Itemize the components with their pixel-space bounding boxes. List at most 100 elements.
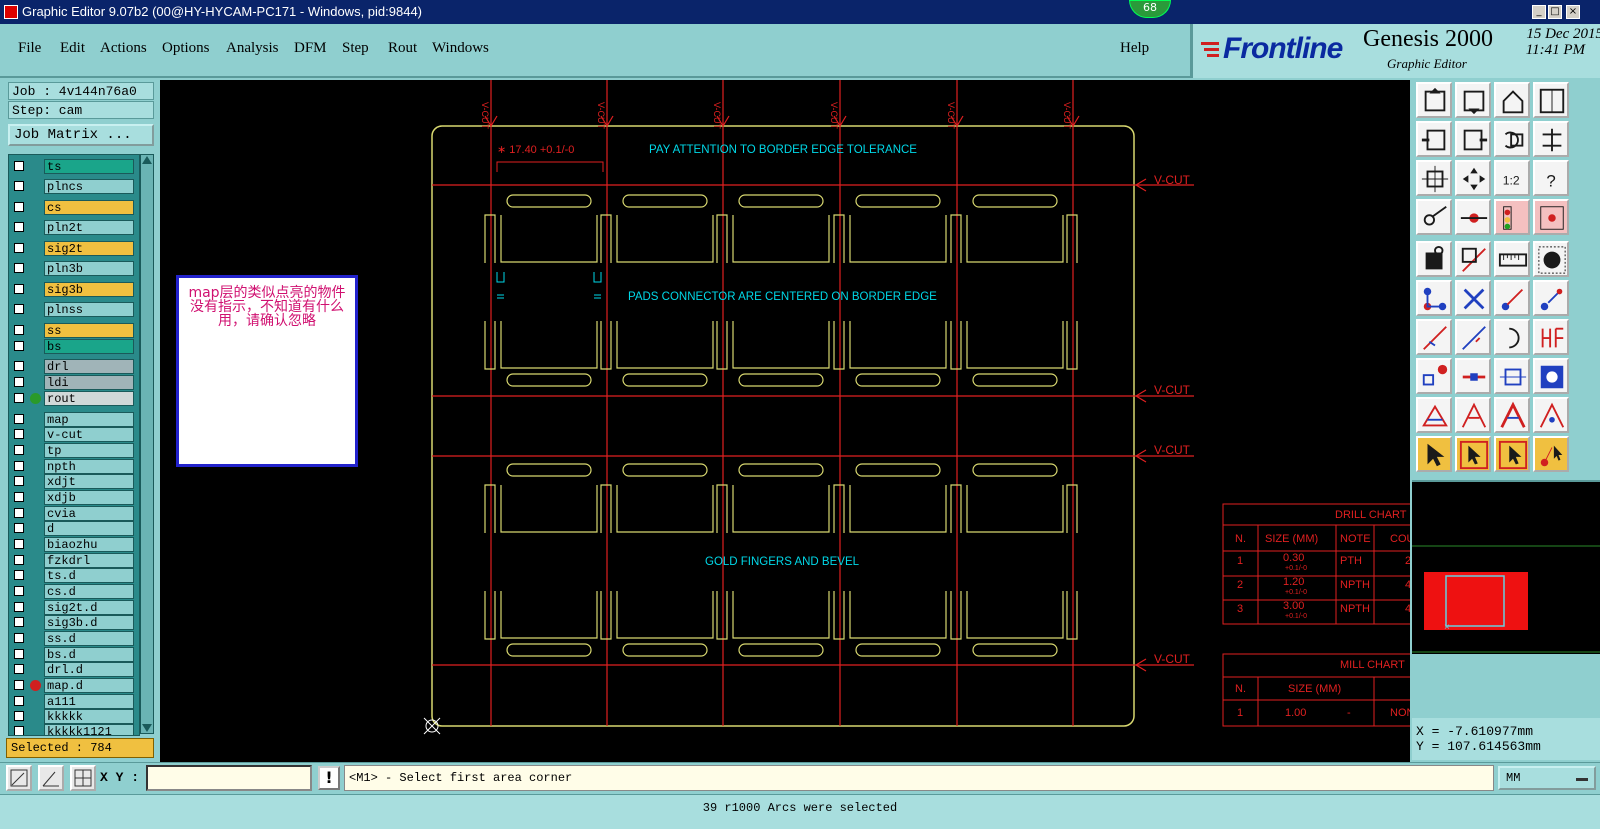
menu-analysis[interactable]: Analysis (226, 40, 279, 56)
layer-row[interactable]: bs.d (9, 647, 139, 662)
layer-row[interactable]: ldi (9, 375, 139, 390)
layer-checkbox[interactable] (14, 161, 24, 171)
layer-checkbox[interactable] (14, 304, 24, 314)
layer-checkbox[interactable] (14, 325, 24, 335)
layer-row[interactable]: plnss (9, 302, 139, 317)
layer-name[interactable]: sig3b.d (44, 615, 134, 630)
layer-row[interactable]: cvia (9, 506, 139, 521)
layer-row[interactable]: ts.d (9, 568, 139, 583)
layer-checkbox[interactable] (14, 555, 24, 565)
export-tool-button[interactable] (1455, 121, 1491, 157)
feature-histogram-tool-button[interactable] (1533, 199, 1569, 235)
layer-row[interactable]: drl.d (9, 662, 139, 677)
snap-tool-button[interactable] (1533, 241, 1569, 277)
layer-row[interactable]: cs (9, 200, 139, 215)
layer-row[interactable]: ts (9, 159, 139, 174)
menu-actions[interactable]: Actions (100, 40, 147, 56)
layer-checkbox[interactable] (14, 284, 24, 294)
layer-row[interactable]: kkkkk (9, 709, 139, 724)
layer-row[interactable]: a111 (9, 694, 139, 709)
layer-name[interactable]: ldi (44, 375, 134, 390)
menu-options[interactable]: Options (162, 40, 210, 56)
fill-tool-button[interactable] (1494, 358, 1530, 394)
maximize-button[interactable]: □ (1548, 5, 1562, 19)
layer-row[interactable]: npth (9, 459, 139, 474)
layer-checkbox[interactable] (14, 617, 24, 627)
select-box-tool-button[interactable] (1455, 436, 1491, 472)
move-tool-button[interactable] (1494, 280, 1530, 316)
layer-name[interactable]: rout (44, 391, 134, 406)
layer-row[interactable]: sig3b (9, 282, 139, 297)
connect-tool-button[interactable] (1416, 280, 1452, 316)
undo-tool-button[interactable] (1494, 121, 1530, 157)
home-tool-button[interactable] (1494, 82, 1530, 118)
layer-row[interactable]: cs.d (9, 584, 139, 599)
pan-tool-tool-button[interactable] (1416, 199, 1452, 235)
measure-button[interactable] (38, 765, 64, 791)
layer-name[interactable]: map (44, 412, 134, 427)
menu-file[interactable]: File (18, 40, 42, 56)
layer-row[interactable]: xdjt (9, 474, 139, 489)
line-edit-tool-button[interactable] (1455, 319, 1491, 355)
layer-name[interactable]: pln3b (44, 261, 134, 276)
fit-tool-button[interactable] (1416, 160, 1452, 196)
layer-checkbox[interactable] (14, 445, 24, 455)
layer-checkbox[interactable] (14, 429, 24, 439)
layer-checkbox[interactable] (14, 508, 24, 518)
select-one-tool-button[interactable] (1416, 241, 1452, 277)
select-net-tool-button[interactable] (1455, 241, 1491, 277)
layer-down-tool-button[interactable] (1455, 82, 1491, 118)
layer-name[interactable]: npth (44, 459, 134, 474)
layer-name[interactable]: plnss (44, 302, 134, 317)
scroll-down-icon[interactable] (141, 723, 153, 733)
menu-step[interactable]: Step (342, 40, 369, 56)
layer-row[interactable]: rout (9, 391, 139, 406)
layer-name[interactable]: cs.d (44, 584, 134, 599)
layer-name[interactable]: pln2t (44, 220, 134, 235)
layer-name[interactable]: fzkdrl (44, 553, 134, 568)
layer-name[interactable]: ss (44, 323, 134, 338)
menu-windows[interactable]: Windows (432, 40, 489, 56)
layer-checkbox[interactable] (14, 263, 24, 273)
layer-checkbox[interactable] (14, 711, 24, 721)
layer-list-scrollbar[interactable] (140, 154, 154, 734)
layer-row[interactable]: kkkkk1121 (9, 724, 139, 735)
text-add-tool-button[interactable] (1416, 397, 1452, 433)
menu-rout[interactable]: Rout (388, 40, 418, 56)
layer-name[interactable]: d (44, 521, 134, 536)
layer-row[interactable]: fzkdrl (9, 553, 139, 568)
layer-name[interactable]: sig2t (44, 241, 134, 256)
menu-edit[interactable]: Edit (60, 40, 85, 56)
layer-name[interactable]: drl (44, 359, 134, 374)
layer-name[interactable]: plncs (44, 179, 134, 194)
layer-name[interactable]: xdjt (44, 474, 134, 489)
cross-tool-button[interactable] (1455, 280, 1491, 316)
layer-checkbox[interactable] (14, 476, 24, 486)
layer-name[interactable]: bs (44, 339, 134, 354)
menu-help[interactable]: Help (1120, 40, 1150, 56)
pcb-drawing[interactable]: V-CUT V-CUT V-CUT V-CUT V-CUT V-CUT V-CU… (160, 80, 1410, 762)
layer-name[interactable]: v-cut (44, 427, 134, 442)
units-select[interactable]: MM (1498, 766, 1596, 790)
layer-checkbox[interactable] (14, 649, 24, 659)
layer-row[interactable]: map (9, 412, 139, 427)
scroll-tool-button[interactable] (1533, 121, 1569, 157)
layer-name[interactable]: kkkkk1121 (44, 724, 134, 735)
layer-checkbox[interactable] (14, 202, 24, 212)
grid-button[interactable] (70, 765, 96, 791)
layer-checkbox[interactable] (14, 361, 24, 371)
layer-checkbox[interactable] (14, 696, 24, 706)
layer-name[interactable]: cvia (44, 506, 134, 521)
layer-checkbox[interactable] (14, 377, 24, 387)
layer-row[interactable]: ss (9, 323, 139, 338)
layer-name[interactable]: kkkkk (44, 709, 134, 724)
layer-checkbox[interactable] (14, 633, 24, 643)
layer-row[interactable]: bs (9, 339, 139, 354)
layer-checkbox[interactable] (14, 393, 24, 403)
layer-row[interactable]: pln2t (9, 220, 139, 235)
scale-tool-button[interactable]: 1:2 (1494, 160, 1530, 196)
line-draw-tool-button[interactable] (1416, 319, 1452, 355)
layer-name[interactable]: cs (44, 200, 134, 215)
layer-row[interactable]: plncs (9, 179, 139, 194)
layer-row[interactable]: sig2t.d (9, 600, 139, 615)
